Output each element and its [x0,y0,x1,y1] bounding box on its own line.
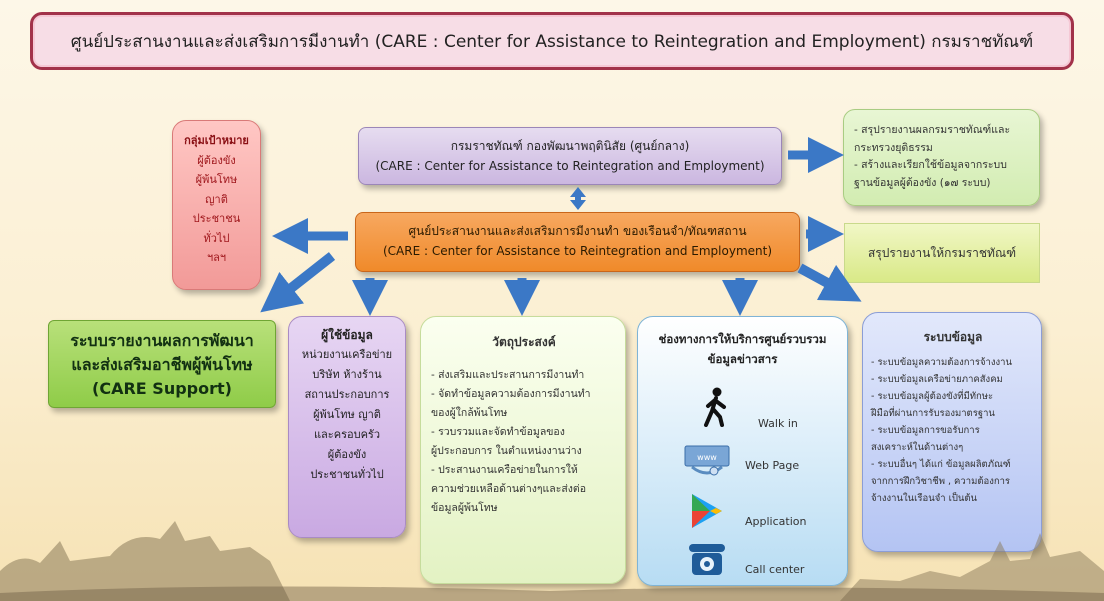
data-system-line: - ระบบอื่นๆ ได้แก่ ข้อมูลผลิตภัณฑ์ [871,459,1011,470]
channel-web-page-label: Web Page [745,459,800,472]
data-system-line: ฝีมือที่ผ่านการรับรองมาตรฐาน [871,408,995,419]
play-store-icon [692,494,722,528]
data-system-line: - ระบบข้อมูลความต้องการจ้างงาน [871,357,1012,368]
hq-line1: กรมราชทัณฑ์ กองพัฒนาพฤตินิสัย (ศูนย์กลาง… [450,139,690,153]
data-system-line: - ระบบข้อมูลการขอรับการ [871,425,980,436]
summary-hq-line: ฐานข้อมูลผู้ต้องขัง (๑๗ ระบบ) [854,176,991,189]
data-users-item: และครอบครัว [313,428,381,441]
objectives-line: ความช่วยเหลือด้านต่างๆและส่งต่อ [431,483,587,495]
data-users-heading: ผู้ใช้ข้อมูล [321,328,373,342]
channel-call-center-label: Call center [745,563,805,576]
objectives-heading: วัตถุประสงค์ [492,335,556,349]
channel-walk-in-label: Walk in [758,417,798,430]
data-users-item: ผู้พ้นโทษ ญาติ [313,408,381,421]
data-system-line: จากการฝึกวิชาชีพ , ความต้องการ [871,476,1011,487]
summary-hq-line: - สร้างและเรียกใช้ข้อมูลจากระบบ [854,159,1007,171]
walking-person-icon [704,387,726,427]
care-support-box: ระบบรายงานผลการพัฒนา และส่งเสริมอาชีพผู้… [48,320,276,408]
data-system-line: - ระบบข้อมูลเครือข่ายภาคสังคม [871,374,1003,385]
target-group-box: กลุ่มเป้าหมาย ผู้ต้องขัง ผู้พ้นโทษ ญาติ … [172,120,261,290]
target-group-item: ญาติ [205,192,228,206]
service-channels-heading-line1: ช่องทางการให้บริการศูนย์รวบรวม [658,332,827,346]
service-channels-heading-line2: ข้อมูลข่าวสาร [707,352,778,366]
title-text: ศูนย์ประสานงานและส่งเสริมการมีงานทำ (CAR… [70,31,1034,52]
objectives-line: ข้อมูลผู้พ้นโทษ [431,502,498,514]
care-support-line1: ระบบรายงานผลการพัฒนา [70,331,254,350]
data-users-item: ผู้ต้องขัง [327,448,367,461]
objectives-line: - รวบรวมและจัดทำข้อมูลของ [431,426,565,438]
target-group-item: ผู้ต้องขัง [197,153,236,167]
svg-text:www: www [697,453,717,462]
center-line2: (CARE : Center for Assistance to Reinteg… [382,244,773,258]
data-system-box: ระบบข้อมูล - ระบบข้อมูลความต้องการจ้างงา… [862,312,1042,552]
target-group-item: ประชาชน [192,212,241,225]
service-channels-heading: ช่องทางการให้บริการศูนย์รวบรวม ข้อมูลข่า… [638,329,847,369]
target-group-item: ทั่วไป [203,231,230,245]
page-title: ศูนย์ประสานงานและส่งเสริมการมีงานทำ (CAR… [30,12,1074,70]
objectives-line: - ประสานงานเครือข่ายในการให้ [431,464,578,476]
web-page-icon: www [684,445,730,476]
objectives-box: วัตถุประสงค์ - ส่งเสริมและประสานการมีงาน… [420,316,626,584]
telephone-icon [689,544,725,575]
summary-hq-line: กระทรวงยุติธรรม [854,141,933,154]
service-channels-box: ช่องทางการให้บริการศูนย์รวบรวม ข้อมูลข่า… [637,316,848,586]
data-system-line: จ้างงานในเรือนจำ เป็นต้น [871,493,978,504]
objectives-line: ผู้ประกอบการ ในตำแหน่งงานว่าง [431,445,582,457]
arrow-center-to-data-system [797,263,862,302]
arrow-hq-center-bidirectional [570,187,586,210]
data-users-item: บริษัท ห้างร้าน [312,368,382,381]
data-users-item: สถานประกอบการ [304,388,390,401]
objectives-line: - ส่งเสริมและประสานการมีงานทำ [431,369,585,381]
skyline-decoration [0,521,1104,601]
data-users-item: ประชาชนทั่วไป [310,468,384,481]
channel-application-label: Application [745,515,807,528]
care-center-box: ศูนย์ประสานงานและส่งเสริมการมีงานทำ ของเ… [355,212,800,272]
target-group-item: ผู้พ้นโทษ [195,173,238,186]
objectives-line: - จัดทำข้อมูลความต้องการมีงานทำ [431,388,591,400]
data-system-line: - ระบบข้อมูลผู้ต้องขังที่มีทักษะ [871,391,994,402]
objectives-line: ของผู้ใกล้พ้นโทษ [431,407,508,419]
hq-line2: (CARE : Center for Assistance to Reinteg… [375,159,765,173]
hq-box: กรมราชทัณฑ์ กองพัฒนาพฤตินิสัย (ศูนย์กลาง… [358,127,782,185]
data-system-line: สงเคราะห์ในด้านต่างๆ [871,442,964,453]
summary-hq-box: - สรุปรายงานผลกรมราชทัณฑ์และ กระทรวงยุติ… [843,109,1040,206]
arrow-center-to-care-support [260,252,336,313]
care-support-line3: (CARE Support) [92,379,232,398]
target-group-item: ฯลฯ [206,251,227,264]
target-group-heading: กลุ่มเป้าหมาย [184,134,249,147]
center-line1: ศูนย์ประสานงานและส่งเสริมการมีงานทำ ของเ… [408,224,747,238]
summary-report-text: สรุปรายงานให้กรมราชทัณฑ์ [867,245,1017,260]
care-support-line2: และส่งเสริมอาชีพผู้พ้นโทษ [71,355,253,374]
data-users-item: หน่วยงานเครือข่าย [301,348,393,361]
data-system-heading: ระบบข้อมูล [923,330,983,344]
summary-report-box: สรุปรายงานให้กรมราชทัณฑ์ [844,223,1040,283]
data-users-box: ผู้ใช้ข้อมูล หน่วยงานเครือข่าย บริษัท ห้… [288,316,406,538]
summary-hq-line: - สรุปรายงานผลกรมราชทัณฑ์และ [854,124,1011,136]
